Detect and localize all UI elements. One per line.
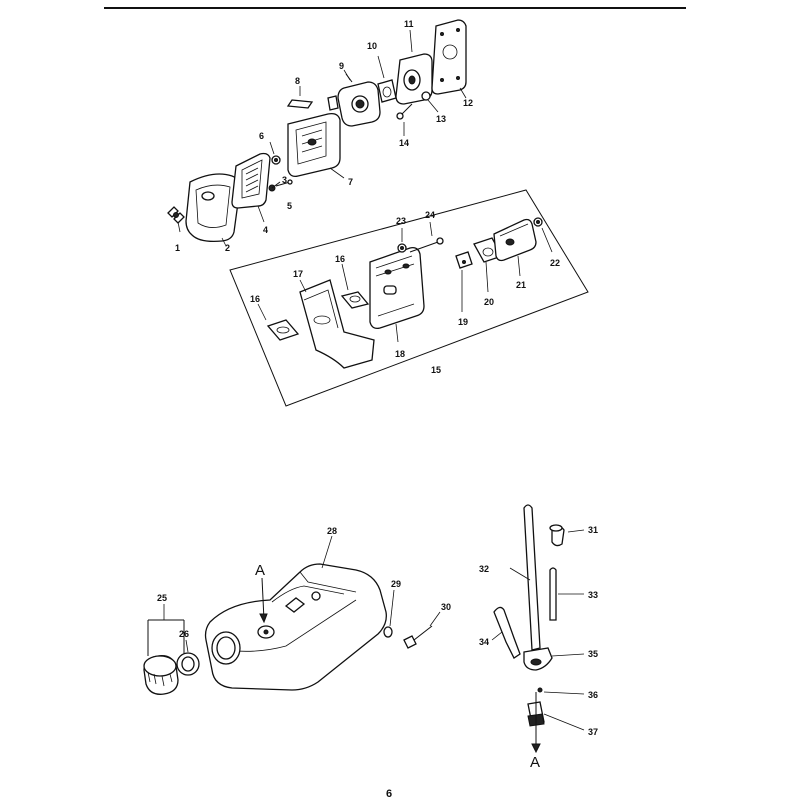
callout-3: 3 bbox=[282, 175, 287, 185]
part-carburetor bbox=[327, 69, 381, 127]
callout-9: 9 bbox=[339, 61, 344, 71]
callout-23: 23 bbox=[396, 216, 406, 226]
callout-20: 20 bbox=[484, 297, 494, 307]
part-air-filter-element bbox=[231, 152, 271, 223]
part-bolt-14 bbox=[396, 103, 413, 136]
callout-29: 29 bbox=[391, 579, 401, 589]
callout-26: 26 bbox=[179, 629, 189, 639]
part-nut-13 bbox=[421, 91, 439, 113]
part-cap-seal bbox=[176, 639, 200, 676]
part-fuel-tube-33 bbox=[549, 567, 584, 621]
part-screw-22 bbox=[533, 217, 553, 253]
callout-18: 18 bbox=[395, 349, 405, 359]
part-gasket-16a bbox=[257, 303, 300, 341]
part-gasket-8 bbox=[286, 86, 314, 109]
callout-34: 34 bbox=[479, 637, 489, 647]
ref-letter-filter: A bbox=[530, 754, 540, 771]
callout-7: 7 bbox=[348, 177, 353, 187]
part-filter-base bbox=[287, 112, 345, 179]
part-filter-cap bbox=[549, 524, 585, 547]
part-bolt-30 bbox=[403, 611, 441, 649]
part-bolt-24 bbox=[409, 221, 444, 253]
callout-2: 2 bbox=[225, 243, 230, 253]
callout-16b: 16 bbox=[335, 254, 345, 264]
callout-6: 6 bbox=[259, 131, 264, 141]
part-heat-shield bbox=[299, 279, 375, 369]
part-insulator bbox=[395, 29, 433, 105]
part-fuel-tank bbox=[204, 535, 387, 691]
part-screw-3 bbox=[268, 181, 281, 192]
part-wing-nut bbox=[167, 206, 185, 233]
callout-5: 5 bbox=[287, 201, 292, 211]
ref-letter-tank: A bbox=[255, 562, 265, 579]
callout-11: 11 bbox=[404, 19, 414, 29]
callout-22: 22 bbox=[550, 258, 560, 268]
callout-32: 32 bbox=[479, 564, 489, 574]
callout-31: 31 bbox=[588, 525, 598, 535]
part-plate-19 bbox=[455, 251, 473, 312]
part-clip bbox=[537, 687, 585, 695]
callout-21: 21 bbox=[516, 280, 526, 290]
callout-30: 30 bbox=[441, 602, 451, 612]
callout-16a: 16 bbox=[250, 294, 260, 304]
muffler-group-frame bbox=[229, 189, 589, 407]
part-elbow-tube bbox=[491, 606, 521, 659]
callout-25: 25 bbox=[157, 593, 167, 603]
part-gasket-16b bbox=[340, 263, 370, 309]
callout-13: 13 bbox=[436, 114, 446, 124]
callout-24: 24 bbox=[425, 210, 435, 220]
callout-19: 19 bbox=[458, 317, 468, 327]
callout-8: 8 bbox=[295, 76, 300, 86]
part-fuel-tube-32 bbox=[509, 504, 541, 651]
callout-35: 35 bbox=[588, 649, 598, 659]
part-muffler bbox=[369, 246, 425, 343]
callout-labels: 1 2 3 4 5 6 7 8 9 10 11 12 13 14 15 16 1… bbox=[157, 19, 598, 800]
callout-1: 1 bbox=[175, 243, 180, 253]
part-plate bbox=[431, 19, 467, 99]
part-screw-5 bbox=[275, 179, 293, 187]
callout-10: 10 bbox=[367, 41, 377, 51]
ref-arrow-filter bbox=[531, 692, 541, 754]
part-fuel-cap bbox=[143, 604, 185, 695]
part-washer-29 bbox=[383, 589, 395, 638]
callout-12: 12 bbox=[463, 98, 473, 108]
part-air-filter-cover bbox=[185, 173, 241, 247]
callout-36: 36 bbox=[588, 690, 598, 700]
callout-14: 14 bbox=[399, 138, 409, 148]
part-screw-6 bbox=[269, 141, 281, 165]
part-exhaust-cover bbox=[493, 218, 537, 277]
callout-37: 37 bbox=[588, 727, 598, 737]
part-grommet bbox=[523, 647, 585, 671]
callout-17: 17 bbox=[293, 269, 303, 279]
callout-15: 15 bbox=[431, 365, 441, 375]
callout-28: 28 bbox=[327, 526, 337, 536]
page-number: 6 bbox=[386, 788, 392, 800]
callout-33: 33 bbox=[588, 590, 598, 600]
ref-arrow-tank bbox=[259, 577, 268, 624]
part-washer-23 bbox=[397, 228, 407, 253]
part-gasket-10 bbox=[377, 55, 397, 103]
callout-4: 4 bbox=[263, 225, 268, 235]
